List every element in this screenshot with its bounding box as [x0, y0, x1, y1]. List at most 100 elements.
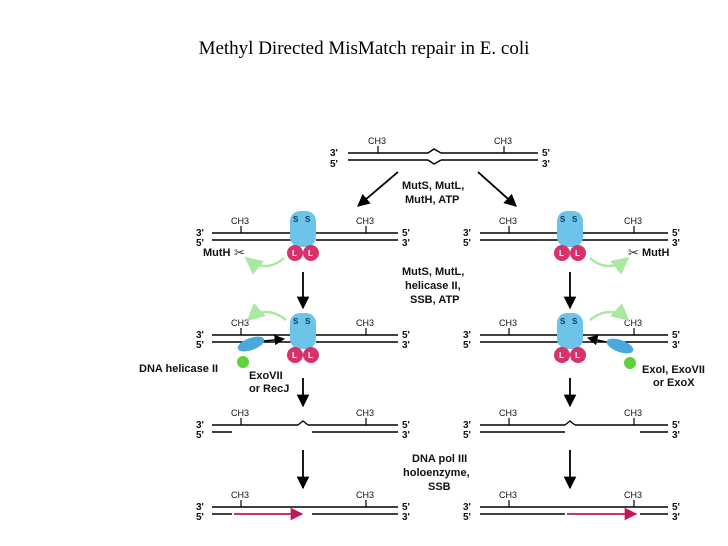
- ch3-label: CH3: [624, 490, 642, 500]
- muts-s-label: S: [293, 317, 299, 326]
- ch3-label: CH3: [356, 216, 374, 226]
- strand-end-3: 3': [402, 238, 410, 249]
- muts-s-label: S: [560, 317, 566, 326]
- muts-s-label: S: [305, 215, 311, 224]
- strand-end-3: 3': [196, 228, 204, 239]
- strand-end-5: 5': [196, 512, 204, 523]
- strand-end-5: 5': [463, 430, 471, 441]
- arrow-down-right: [477, 171, 517, 207]
- strand-end-5: 5': [402, 330, 410, 341]
- strand-end-3: 3': [402, 512, 410, 523]
- arrow-helicase-direction: [586, 334, 607, 346]
- strand-end-5: 5': [463, 512, 471, 523]
- curved-arrow: [589, 256, 630, 275]
- helicase-label: DNA helicase II: [139, 363, 218, 375]
- ch3-label: CH3: [494, 136, 512, 146]
- ch3-label: CH3: [499, 318, 517, 328]
- ch3-label: CH3: [231, 216, 249, 226]
- ch3-label: CH3: [499, 490, 517, 500]
- strand-end-5: 5': [672, 420, 680, 431]
- muts-s-label: S: [305, 317, 311, 326]
- mutl-protein: [303, 245, 319, 261]
- strand-end-3: 3': [672, 512, 680, 523]
- step3-label: holoenzyme,: [403, 467, 470, 479]
- muth-label: MutH: [203, 247, 231, 259]
- strand-end-3: 3': [196, 330, 204, 341]
- curved-arrow: [246, 302, 287, 322]
- dna-row4-left: CH3 CH3 3' 5' 5' 3': [196, 408, 410, 441]
- strand-end-3: 3': [330, 148, 338, 159]
- mutl-protein: [554, 245, 570, 261]
- ch3-label: CH3: [624, 318, 642, 328]
- dna-row5-left: CH3 CH3 3' 5' 5' 3': [196, 490, 410, 523]
- mutl-l-label: L: [575, 249, 580, 258]
- mutl-l-label: L: [308, 249, 313, 258]
- ch3-label: CH3: [624, 216, 642, 226]
- ch3-label: CH3: [231, 408, 249, 418]
- strand-end-3: 3': [196, 502, 204, 513]
- strand-end-5: 5': [672, 330, 680, 341]
- strand-end-3: 3': [672, 340, 680, 351]
- strand-end-3: 3': [542, 159, 550, 170]
- ch3-label: CH3: [499, 408, 517, 418]
- strand-end-5: 5': [196, 430, 204, 441]
- strand-end-3: 3': [463, 420, 471, 431]
- ch3-label: CH3: [356, 318, 374, 328]
- muts-s-label: S: [293, 215, 299, 224]
- exo-label: or RecJ: [249, 383, 289, 395]
- muts-protein: [557, 313, 583, 349]
- ch3-label: CH3: [368, 136, 386, 146]
- muts-protein: [557, 211, 583, 247]
- dna-row5-right: CH3 CH3 3' 5' 5' 3': [463, 490, 680, 523]
- ch3-label: CH3: [499, 216, 517, 226]
- scissors-icon: ✂: [628, 245, 639, 260]
- dna-row3-left: CH3 CH3 3' 5' 5' 3' S S L L DNA helicase…: [139, 302, 410, 395]
- exo-label: ExoVII: [249, 370, 283, 382]
- scissors-icon: ✂: [234, 245, 245, 260]
- strand-end-5: 5': [672, 502, 680, 513]
- strand-end-5: 5': [463, 238, 471, 249]
- strand-end-5: 5': [402, 228, 410, 239]
- mutl-protein: [287, 245, 303, 261]
- mutl-protein: [303, 347, 319, 363]
- strand-end-3: 3': [402, 340, 410, 351]
- mutl-protein: [570, 245, 586, 261]
- helicase-protein: [237, 336, 265, 352]
- step2-label: helicase II,: [405, 280, 461, 292]
- strand-end-5: 5': [196, 238, 204, 249]
- mutl-l-label: L: [292, 351, 297, 360]
- curved-arrow: [589, 302, 630, 322]
- ch3-label: CH3: [624, 408, 642, 418]
- muts-s-label: S: [572, 215, 578, 224]
- arrow-down-left: [357, 171, 399, 207]
- mutl-protein: [570, 347, 586, 363]
- muts-protein: [290, 313, 316, 349]
- dna-row2-left: CH3 CH3 3' 5' 5' 3' S S L L MutH ✂: [196, 211, 410, 275]
- dna-row4-right: CH3 CH3 3' 5' 5' 3': [463, 408, 680, 441]
- muts-protein: [290, 211, 316, 247]
- exo-label: ExoI, ExoVII: [642, 364, 705, 376]
- ch3-label: CH3: [231, 318, 249, 328]
- strand-end-5: 5': [542, 148, 550, 159]
- muts-s-label: S: [560, 215, 566, 224]
- strand-end-5: 5': [196, 340, 204, 351]
- ch3-label: CH3: [356, 490, 374, 500]
- ch3-label: CH3: [356, 408, 374, 418]
- step1-label: MutH, ATP: [405, 194, 459, 206]
- muts-s-label: S: [572, 317, 578, 326]
- exonuclease: [237, 356, 249, 368]
- step3-label: SSB: [428, 481, 451, 493]
- strand-end-5: 5': [402, 502, 410, 513]
- step2-label: SSB, ATP: [410, 294, 460, 306]
- mutl-l-label: L: [559, 351, 564, 360]
- mutl-l-label: L: [308, 351, 313, 360]
- strand-end-3: 3': [196, 420, 204, 431]
- dna-row3-right: CH3 CH3 3' 5' 5' 3' S S L L ExoI, ExoVII…: [463, 302, 705, 389]
- step3-label: DNA pol III: [412, 453, 467, 465]
- strand-end-3: 3': [463, 502, 471, 513]
- arrow-helicase-direction: [263, 334, 286, 346]
- mutl-protein: [287, 347, 303, 363]
- muth-label: MutH: [642, 247, 670, 259]
- mutl-l-label: L: [292, 249, 297, 258]
